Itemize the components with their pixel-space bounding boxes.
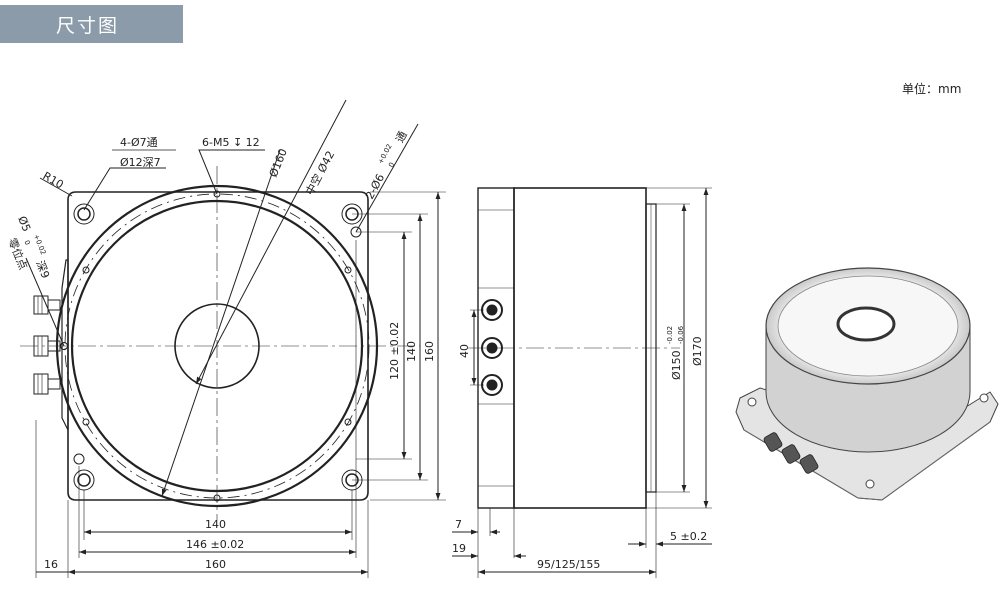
label-zero-depth: 深9: [33, 259, 52, 281]
label-zero-tol-lower: 0: [22, 239, 31, 246]
label-zero-dia: Ø5: [15, 214, 33, 233]
label-dia150-tol-upper: -0.02: [666, 326, 674, 344]
label-pin-suffix: 通: [393, 129, 410, 145]
side-connector-3: [481, 374, 503, 396]
photo-hollow: [836, 306, 896, 342]
flange-plate: [67, 191, 369, 501]
label-holes: 4-Ø7通: [120, 136, 158, 149]
label-outer-dia: Ø160: [267, 147, 290, 179]
cable-gland-3: [33, 373, 61, 395]
connector-boss: [61, 259, 69, 431]
side-connector-1: [481, 299, 503, 321]
section-title: 尺寸图: [56, 15, 120, 37]
label-dim-step: 5 ±0.2: [670, 530, 707, 543]
pin-hole-bottom: [73, 453, 85, 465]
label-threads: 6-M5 ↧ 12: [202, 136, 260, 149]
label-dim-140-right: 140: [405, 341, 418, 362]
unit-label: 单位：mm: [902, 82, 962, 96]
label-dim-height: 95/125/155: [537, 558, 600, 571]
label-radius: R10: [41, 169, 66, 191]
label-dim-7: 7: [455, 518, 462, 531]
label-zero-tol-upper: +0.02: [32, 233, 47, 256]
leader-zero: [25, 257, 65, 347]
dim-right-extension: [352, 191, 446, 501]
label-dim-120: 120 ±0.02: [388, 322, 401, 380]
leader-hollow: [195, 99, 347, 385]
dim-bottom-extension: [35, 240, 369, 578]
label-dim-140-bottom: 140: [205, 518, 226, 531]
leader-dia160: [161, 149, 281, 497]
label-dim-19: 19: [452, 542, 466, 555]
label-dim-160-bottom: 160: [205, 558, 226, 571]
leader-radius: [39, 177, 73, 197]
label-pin-tol-upper: +0.02: [377, 143, 394, 166]
mounting-hole-bl: [73, 469, 95, 491]
leader-threads: [198, 149, 265, 195]
label-dim-dia150: Ø150: [670, 350, 683, 380]
leader-holes: [83, 167, 166, 211]
label-pin-tol-lower: 0: [387, 161, 396, 169]
section-banner: 尺寸图: [0, 5, 183, 43]
front-view: [20, 99, 446, 578]
side-view-labels: 40 Ø150 -0.02 -0.06 Ø170 7 19 95/125/155…: [452, 325, 707, 571]
label-dim-16: 16: [44, 558, 58, 571]
label-counterbore: Ø12深7: [120, 156, 161, 169]
side-view: [452, 187, 712, 578]
cable-gland-1: [33, 295, 61, 315]
product-illustration: [735, 267, 999, 501]
label-dim-146-bottom: 146 ±0.02: [186, 538, 244, 551]
photo-connectors: [763, 432, 819, 474]
label-dim-160-right: 160: [423, 341, 436, 362]
label-dim-40: 40: [458, 344, 471, 358]
label-dim-dia170: Ø170: [691, 336, 704, 366]
label-dia150-tol-lower: -0.06: [677, 325, 685, 344]
mounting-hole-tl: [73, 203, 95, 225]
label-pin-prefix: 2-Ø6: [363, 172, 387, 202]
